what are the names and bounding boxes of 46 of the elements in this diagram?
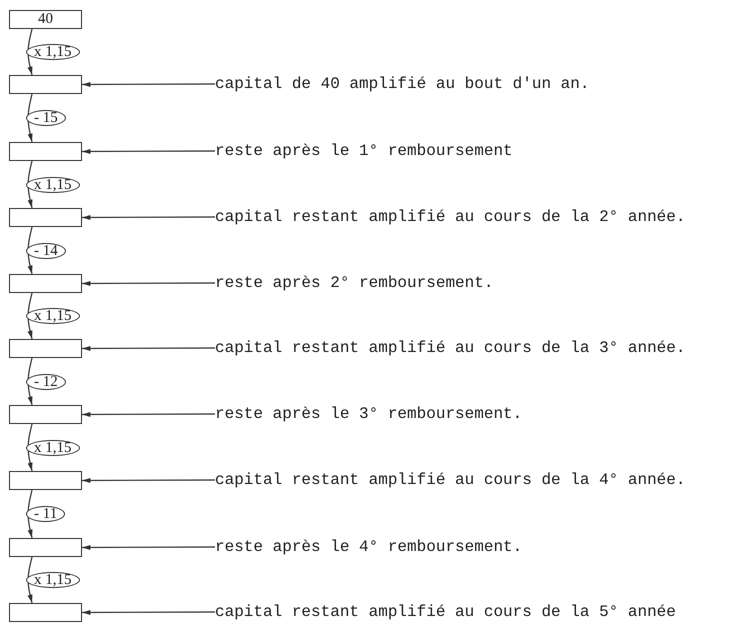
edge-label: - 15 — [26, 110, 66, 126]
value-box — [9, 75, 82, 94]
edge-label: x 1,15 — [26, 308, 80, 324]
edge-label: - 12 — [26, 374, 66, 390]
arrow — [82, 478, 215, 483]
arrow — [28, 28, 33, 76]
value-box — [9, 339, 82, 358]
arrow — [28, 94, 33, 142]
value-box — [9, 405, 82, 424]
arrow — [28, 424, 33, 472]
arrow — [82, 346, 215, 351]
annotation-text: reste après 2° remboursement. — [215, 273, 494, 293]
annotation-text: reste après le 4° remboursement. — [215, 537, 522, 557]
arrow — [28, 556, 33, 604]
arrow — [28, 226, 33, 274]
edge-label: - 11 — [26, 506, 66, 522]
edge-label: x 1,15 — [26, 440, 80, 456]
arrow — [82, 412, 215, 417]
arrow — [82, 544, 215, 550]
arrow — [28, 490, 33, 538]
annotation-text: reste après le 1° remboursement — [215, 141, 513, 161]
value-box — [9, 142, 82, 161]
arrow — [82, 82, 215, 87]
value-box — [9, 471, 82, 490]
annotation-text: capital restant amplifié au cours de la 4° année. — [215, 470, 686, 490]
arrow — [28, 292, 33, 340]
arrow — [82, 280, 215, 286]
annotation-text: reste après le 3° remboursement. — [215, 404, 522, 424]
annotation-text: capital restant amplifié au cours de la 2° année. — [215, 207, 686, 227]
value-box — [9, 274, 82, 293]
arrow — [82, 148, 215, 154]
value-box — [9, 603, 82, 622]
arrow — [82, 610, 215, 615]
annotation-text: capital restant amplifié au cours de la 3° année. — [215, 338, 686, 358]
arrow — [28, 160, 33, 208]
edge-label: x 1,15 — [26, 44, 80, 60]
annotation-text: capital restant amplifié au cours de la 5° année — [215, 602, 676, 622]
value-box — [9, 208, 82, 227]
arrow — [82, 214, 215, 220]
value-box: 40 — [9, 10, 82, 29]
edge-label: x 1,15 — [26, 176, 80, 192]
value-box — [9, 538, 82, 557]
edge-label: - 14 — [26, 242, 66, 258]
edge-label: x 1,15 — [26, 572, 80, 588]
arrow — [28, 358, 33, 406]
annotation-text: capital de 40 amplifié au bout d'un an. — [215, 74, 590, 94]
